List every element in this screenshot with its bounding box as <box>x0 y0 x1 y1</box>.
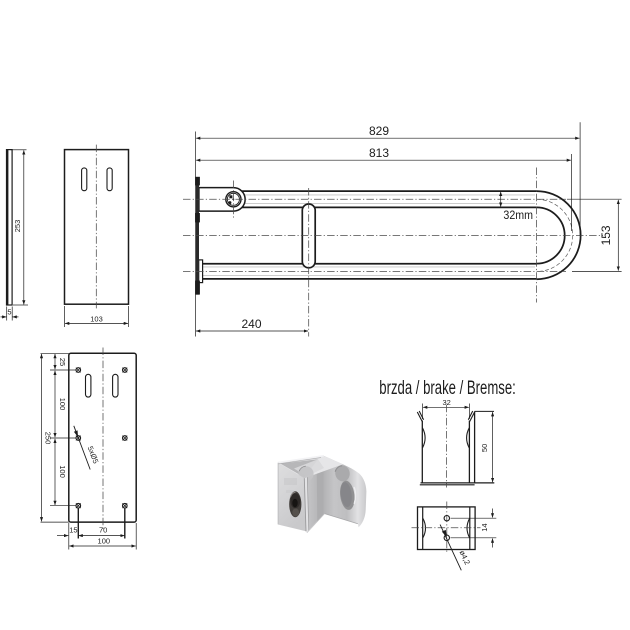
svg-text:15: 15 <box>69 526 77 535</box>
svg-text:240: 240 <box>241 317 261 331</box>
svg-text:32mm: 32mm <box>503 208 533 222</box>
svg-text:ø4,2: ø4,2 <box>458 549 473 566</box>
svg-text:100: 100 <box>58 465 67 478</box>
svg-text:103: 103 <box>90 314 103 323</box>
svg-text:5xØ5: 5xØ5 <box>86 445 101 465</box>
svg-text:32: 32 <box>443 398 451 407</box>
svg-text:250: 250 <box>43 432 52 445</box>
svg-text:50: 50 <box>480 444 489 452</box>
svg-text:25: 25 <box>58 358 67 366</box>
svg-text:70: 70 <box>99 526 107 535</box>
svg-text:153: 153 <box>599 225 613 245</box>
svg-text:813: 813 <box>369 146 389 160</box>
svg-text:253: 253 <box>13 220 22 233</box>
svg-text:829: 829 <box>369 124 389 138</box>
svg-text:14: 14 <box>480 523 489 531</box>
svg-text:100: 100 <box>98 537 111 546</box>
svg-text:5: 5 <box>7 307 11 316</box>
svg-text:brzda / brake / Bremse:: brzda / brake / Bremse: <box>379 378 516 399</box>
svg-text:100: 100 <box>58 398 67 411</box>
